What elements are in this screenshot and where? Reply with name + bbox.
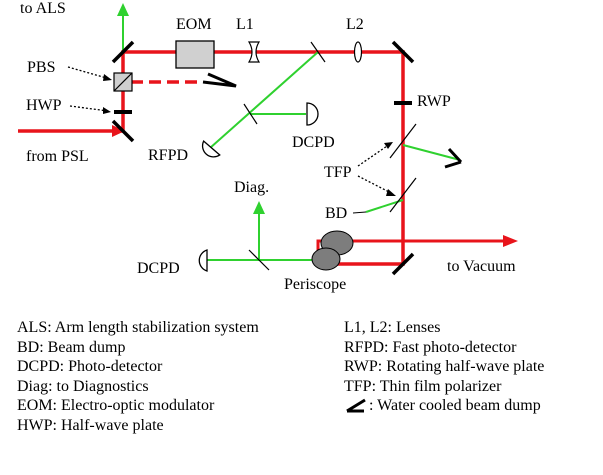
green-beam-tfp-reflect	[402, 144, 461, 161]
legend-item: L1, L2: Lenses	[344, 319, 441, 336]
rfpd-detector	[201, 140, 221, 158]
pbs-cube	[113, 72, 133, 92]
green-beam-paths	[122, 14, 461, 261]
pbs-leader	[67, 66, 111, 80]
mirror-top-left	[111, 40, 135, 64]
lens-l2	[353, 41, 363, 63]
beam-dump-tfp	[444, 147, 463, 169]
mirror-top-right	[391, 40, 415, 64]
legend-item: TFP: Thin film polarizer	[344, 377, 502, 395]
label-diag: Diag.	[234, 179, 269, 196]
label-tfp: TFP	[324, 164, 352, 181]
label-bd: BD	[325, 205, 347, 222]
label-pbs: PBS	[27, 59, 55, 76]
beam-dump-pbs	[202, 72, 237, 88]
mirrors	[111, 40, 415, 276]
periscope-lower-mirror	[311, 247, 341, 271]
legend-item: RWP: Rotating half-wave plate	[344, 358, 545, 376]
legend-item: EOM: Electro-optic modulator	[17, 397, 215, 415]
legend-item: Diag: to Diagnostics	[17, 377, 149, 395]
legend-right-column: L1, L2: Lenses RFPD: Fast photo-detector…	[344, 318, 544, 416]
hwp-leader	[69, 105, 109, 112]
tfp-upper-leader	[357, 143, 391, 167]
legend-item-label: : Water cooled beam dump	[369, 397, 541, 415]
legend-item: HWP: Half-wave plate	[17, 416, 164, 434]
tfp-upper	[389, 123, 417, 159]
leader-arrowheads	[103, 74, 396, 196]
green-beam-pick-off	[209, 51, 319, 149]
legend-item: RFPD: Fast photo-detector	[344, 338, 517, 356]
legend-left-column: ALS: Arm length stabilization system BD:…	[17, 318, 259, 436]
to-als-arrowhead	[117, 3, 129, 16]
lens-l1	[247, 41, 261, 63]
water-cooled-beam-dump-icon	[346, 399, 366, 413]
from-psl-arrowhead	[112, 125, 125, 137]
legend-item: ALS: Arm length stabilization system	[17, 319, 259, 336]
red-beam-paths	[18, 50, 505, 266]
label-to-als: to ALS	[20, 0, 66, 17]
thin-optics	[243, 41, 417, 271]
label-from-psl: from PSL	[26, 148, 89, 165]
dcpd-top-detector	[306, 102, 319, 126]
to-vacuum-arrowhead	[503, 235, 518, 247]
label-eom: EOM	[176, 16, 212, 33]
mirror-left-lower	[111, 119, 135, 143]
leader-lines	[67, 66, 394, 195]
tfp-lower	[389, 177, 417, 213]
label-rfpd: RFPD	[148, 147, 188, 164]
label-dcpd-top: DCPD	[292, 134, 335, 151]
pickoff-mirror-top	[310, 41, 326, 63]
label-l1: L1	[236, 16, 254, 33]
mirror-bottom-right	[391, 252, 415, 276]
diag-arrowhead	[253, 201, 265, 214]
label-hwp: HWP	[26, 97, 62, 114]
legend-item-water-cooled-dump: : Water cooled beam dump	[344, 396, 544, 416]
legend-item: BD: Beam dump	[17, 338, 126, 356]
tfp-lower-leader	[357, 175, 394, 195]
label-rwp: RWP	[417, 93, 451, 110]
eom-box	[175, 40, 215, 69]
green-beam-tfp-to-bd	[365, 199, 404, 213]
beam-splitter-diag	[248, 249, 270, 271]
beam-splitter-rfpd	[243, 103, 258, 125]
label-l2: L2	[346, 16, 364, 33]
legend-item: DCPD: Photo-detector	[17, 358, 163, 376]
bd-leader	[352, 211, 367, 214]
dcpd-bottom-detector	[198, 249, 208, 272]
label-periscope: Periscope	[284, 276, 346, 293]
label-to-vacuum: to Vacuum	[447, 258, 516, 275]
label-dcpd-bottom: DCPD	[137, 260, 180, 277]
